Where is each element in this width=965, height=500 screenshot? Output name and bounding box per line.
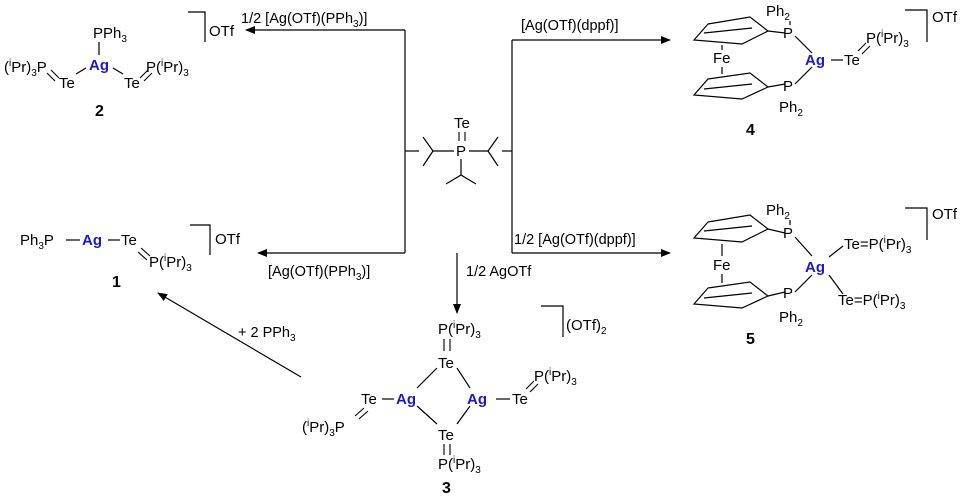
c3-pipr3-bottom: P(iPr)3	[438, 455, 481, 476]
arrow-3-to-1	[157, 292, 302, 378]
c4-ph2-top: Ph2	[766, 3, 790, 23]
compound-5-structure: P Ph2 Fe P Ph2 Ag Te=P(iPr)3 Te=P(iPr)3 …	[692, 202, 958, 348]
compound-4-structure: P Ph2 Fe P Ph2 Ag Te P(iPr)3 OTf 4	[692, 3, 958, 139]
c5-otf: OTf	[932, 206, 958, 223]
c2-te-right: Te	[124, 75, 140, 92]
c5-p-top: P	[783, 225, 793, 242]
c3-pipr3-left: (iPr)3P	[302, 418, 345, 439]
c4-ph2-bottom: Ph2	[779, 99, 803, 119]
c4-p-bottom: P	[783, 78, 793, 95]
c3-te-bottom: Te	[438, 427, 454, 444]
c4-te: Te	[844, 52, 860, 69]
c3-pipr3-top: P(iPr)3	[438, 320, 481, 341]
compound-2-label: 2	[95, 103, 104, 120]
center-te-label: Te	[454, 115, 470, 132]
c5-te-p-upper: Te=P(iPr)3	[844, 235, 912, 256]
starting-material-te-p-ipr3: Te P	[422, 115, 499, 185]
c1-otf: OTf	[215, 231, 241, 248]
c5-fe: Fe	[713, 257, 731, 274]
c3-te-right: Te	[512, 391, 528, 408]
c4-pipr3: P(iPr)3	[866, 29, 909, 50]
c2-otf: OTf	[209, 23, 235, 40]
c4-ag: Ag	[805, 52, 825, 69]
compound-1-structure: Ph3P Ag Te P(iPr)3 OTf 1	[20, 224, 241, 291]
c2-ag: Ag	[89, 57, 109, 74]
reagent-to-5: 1/2 [Ag(OTf)(dppf)]	[514, 232, 636, 248]
c2-te-left: Te	[59, 75, 75, 92]
c5-ag: Ag	[805, 259, 825, 276]
c1-te: Te	[121, 232, 137, 249]
compound-3-structure: P(iPr)3 Te Ag Ag Te P(iPr)3 Te (iPr)3P T…	[302, 305, 607, 497]
c1-ag: Ag	[82, 232, 102, 249]
reagent-3-to-1: + 2 PPh3	[238, 325, 296, 344]
c1-ph3p: Ph3P	[20, 232, 54, 252]
c4-otf: OTf	[932, 9, 958, 26]
c4-p-top: P	[783, 25, 793, 42]
compound-3-label: 3	[442, 480, 451, 497]
compound-1-label: 1	[112, 274, 121, 291]
c5-ph2-top: Ph2	[766, 202, 790, 222]
c3-te-left: Te	[361, 391, 377, 408]
reagent-to-4: [Ag(OTf)(dppf)]	[521, 18, 619, 34]
reagent-to-1: [Ag(OTf)(PPh3)]	[268, 264, 370, 283]
c3-ag-right: Ag	[467, 391, 487, 408]
c4-fe: Fe	[713, 50, 731, 67]
c2-pipr3-left: (iPr)3P	[4, 58, 47, 79]
c2-pipr3-right: P(iPr)3	[146, 58, 189, 79]
c5-te-p-lower: Te=P(iPr)3	[838, 291, 906, 312]
c5-ph2-bottom: Ph2	[779, 309, 803, 329]
c3-ag-left: Ag	[396, 391, 416, 408]
c5-p-bottom: P	[783, 285, 793, 302]
c2-pph3: PPh3	[93, 25, 127, 45]
reagent-to-2: 1/2 [Ag(OTf)(PPh3)]	[241, 11, 367, 30]
center-p-label: P	[456, 143, 466, 160]
c1-pipr3: P(iPr)3	[149, 253, 192, 274]
c3-pipr3-right: P(iPr)3	[534, 367, 577, 388]
c3-te-top: Te	[438, 355, 454, 372]
compound-4-label: 4	[746, 122, 755, 139]
left-reaction-arrows	[245, 26, 419, 257]
compound-2-structure: PPh3 Ag Te Te (iPr)3P P(iPr)3 OTf 2	[4, 11, 235, 120]
c3-otf2: (OTf)2	[566, 317, 607, 337]
right-reaction-arrows	[502, 36, 671, 257]
compound-5-label: 5	[746, 331, 755, 348]
reagent-to-3: 1/2 AgOTf	[466, 264, 532, 280]
